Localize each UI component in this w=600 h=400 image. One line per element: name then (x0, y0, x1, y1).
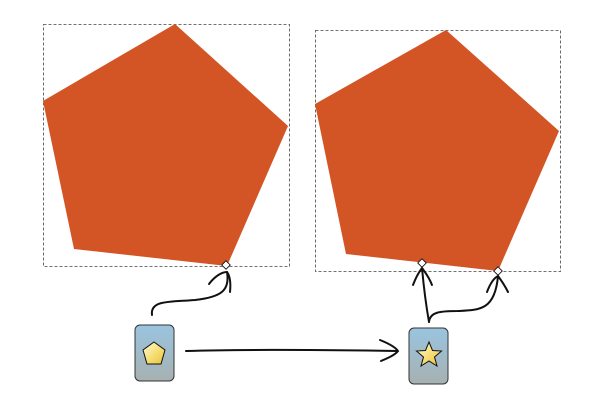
connectors (150, 266, 509, 362)
left-pentagon[interactable] (43, 24, 288, 266)
left-handle[interactable] (221, 260, 231, 270)
polygon-tool-button[interactable] (134, 324, 175, 382)
arrow-right-icon (379, 339, 400, 362)
left-shape-group (43, 24, 290, 270)
left-bounding-box (43, 24, 290, 267)
star-tool-icon (415, 340, 443, 368)
right-connector-inner (421, 267, 430, 323)
right-connector-outer-arrowhead (486, 274, 509, 293)
polygon-tool-icon (142, 341, 166, 365)
right-shape-group (315, 30, 561, 276)
left-connector (150, 271, 229, 316)
right-bounding-box (315, 30, 561, 272)
right-connector-outer (428, 275, 499, 323)
right-handle-inner[interactable] (417, 258, 427, 268)
left-connector-arrowhead (208, 270, 232, 293)
right-pentagon[interactable] (315, 30, 559, 271)
star-tool-button[interactable] (408, 327, 449, 385)
transition-arrow (185, 348, 398, 352)
right-connector-inner-arrowhead (412, 266, 433, 286)
right-handle-outer[interactable] (493, 266, 503, 276)
